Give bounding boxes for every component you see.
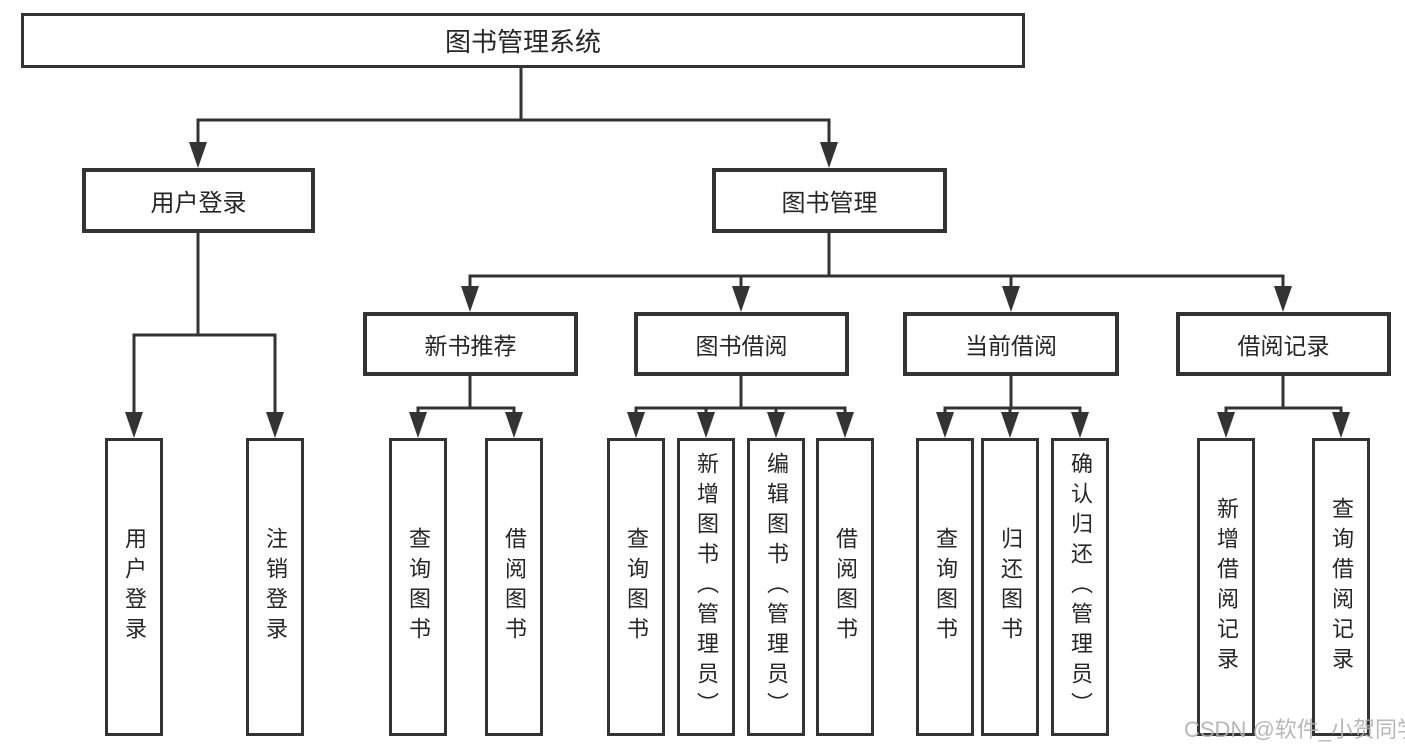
leaf-borrow-books-recommend: 借阅图书 (485, 438, 543, 736)
leaf-borrow-books-borrowing: 借阅图书 (816, 438, 874, 736)
leaf-label: 借阅图书 (502, 527, 527, 647)
leaf-label: 归还图书 (998, 527, 1023, 647)
leaf-query-books-recommend: 查询图书 (389, 438, 447, 736)
leaf-label: 查询图书 (406, 527, 431, 647)
node-user-login: 用户登录 (82, 168, 315, 233)
leaf-query-borrow-record: 查询借阅记录 (1312, 438, 1370, 736)
node-book-management: 图书管理 (712, 168, 947, 233)
leaf-label: 新增图书（管理员） (694, 452, 719, 722)
leaf-logout-login: 注销登录 (246, 438, 304, 736)
leaf-return-books: 归还图书 (981, 438, 1039, 736)
leaf-label: 用户登录 (122, 527, 147, 647)
node-current-borrowing: 当前借阅 (903, 312, 1119, 376)
leaf-label: 查询借阅记录 (1329, 497, 1354, 677)
leaf-add-books-admin: 新增图书（管理员） (677, 438, 735, 736)
leaf-label: 借阅图书 (833, 527, 858, 647)
node-library-system: 图书管理系统 (21, 13, 1025, 68)
leaf-label: 查询图书 (933, 527, 958, 647)
leaf-edit-books-admin: 编辑图书（管理员） (747, 438, 805, 736)
leaf-label: 查询图书 (624, 527, 649, 647)
leaf-label: 注销登录 (263, 527, 288, 647)
leaf-add-borrow-record: 新增借阅记录 (1197, 438, 1255, 736)
leaf-label: 确认归还（管理员） (1068, 452, 1093, 722)
leaf-user-login: 用户登录 (105, 438, 163, 736)
leaf-label: 编辑图书（管理员） (764, 452, 789, 722)
node-new-book-recommendation: 新书推荐 (363, 312, 578, 376)
leaf-query-books-borrowing: 查询图书 (607, 438, 665, 736)
leaf-query-books-current: 查询图书 (916, 438, 974, 736)
leaf-confirm-return-admin: 确认归还（管理员） (1051, 438, 1109, 736)
leaf-label: 新增借阅记录 (1214, 497, 1239, 677)
csdn-watermark: CSDN @软件_小贺同学 (1184, 717, 1405, 742)
node-borrowing-records: 借阅记录 (1176, 312, 1391, 376)
node-book-borrowing: 图书借阅 (634, 312, 849, 376)
